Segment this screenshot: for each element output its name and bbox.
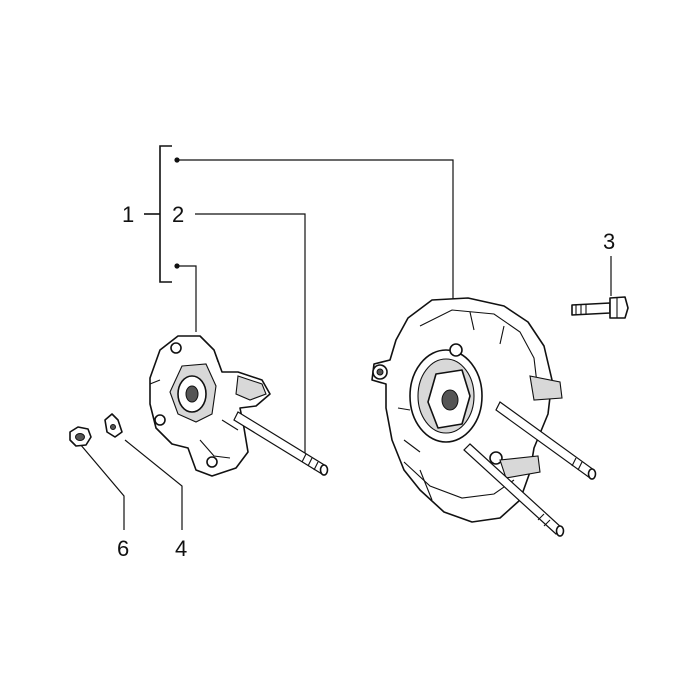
leader-lower-housing — [174, 263, 197, 332]
stud-part — [233, 411, 329, 476]
callout-3: 3 — [603, 229, 615, 254]
callout-4: 4 — [175, 536, 187, 561]
clip-part — [104, 413, 123, 438]
leader-clip — [124, 439, 183, 530]
callout-6: 6 — [117, 536, 129, 561]
assembly-bracket — [144, 145, 172, 283]
callout-1: 1 — [122, 202, 134, 227]
leader-stud — [195, 213, 306, 458]
leader-nut — [79, 443, 125, 530]
callout-2: 2 — [172, 202, 184, 227]
leader-upper-housing — [174, 157, 454, 300]
bolt-part — [571, 296, 629, 319]
upper-housing-part — [371, 297, 563, 523]
nut-part — [69, 426, 92, 447]
upper-studs — [463, 401, 597, 537]
lower-housing-part — [149, 335, 271, 477]
